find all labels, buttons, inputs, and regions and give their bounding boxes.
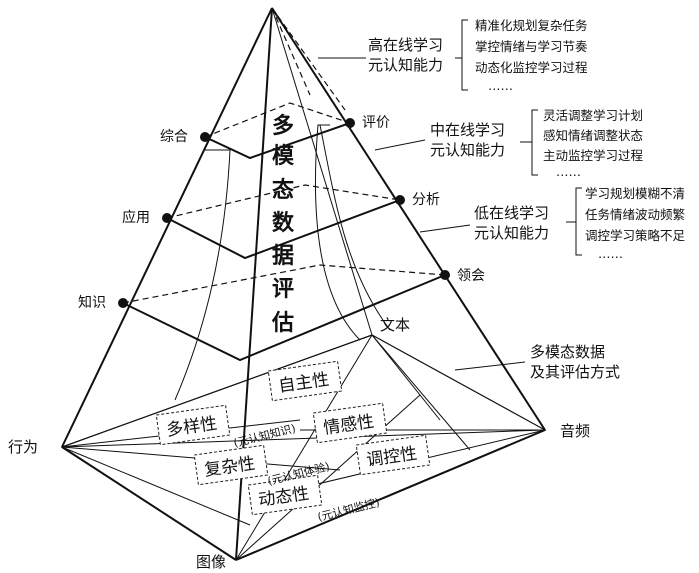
svg-text:精准化规划复杂任务: 精准化规划复杂任务	[475, 18, 588, 33]
svg-text:动态化监控学习过程: 动态化监控学习过程	[475, 60, 588, 75]
svg-text:据: 据	[272, 244, 294, 269]
node-label-application: 应用	[122, 209, 150, 226]
pyramid-edges	[61, 7, 546, 561]
svg-text:任务情绪波动频繁: 任务情绪波动频繁	[585, 207, 686, 222]
svg-text:……: ……	[556, 164, 581, 179]
svg-text:元认知能力: 元认知能力	[368, 56, 443, 74]
box-complexity: 复杂性	[193, 444, 269, 486]
svg-text:元认知能力: 元认知能力	[430, 141, 505, 159]
level-high: 高在线学习 元认知能力 精准化规划复杂任务 掌控情绪与学习节奏 动态化监控学习过…	[318, 18, 588, 93]
level-low: 低在线学习 元认知能力 学习规划模糊不清 任务情绪波动频繁 调控学习策略不足 ……	[419, 186, 686, 261]
svg-text:评: 评	[272, 277, 294, 302]
box-dynamism: 动态性	[247, 474, 323, 516]
box-diversity: 多样性	[155, 404, 231, 446]
svg-text:掌控情绪与学习节奏: 掌控情绪与学习节奏	[475, 39, 588, 54]
svg-text:态: 态	[272, 177, 294, 203]
svg-text:模: 模	[272, 144, 295, 169]
svg-text:元认知能力: 元认知能力	[474, 224, 549, 242]
box-autonomy: 自主性	[267, 360, 343, 402]
svg-text:调控学习策略不足: 调控学习策略不足	[585, 228, 686, 243]
svg-text:低在线学习: 低在线学习	[474, 204, 549, 222]
box-regulation: 调控性	[355, 434, 431, 476]
center-vertical-text: 多 模 态 数 据 评 估	[271, 113, 295, 336]
node-label-synthesis: 综合	[160, 129, 188, 145]
svg-text:……: ……	[488, 78, 513, 93]
svg-text:灵活调整学习计划: 灵活调整学习计划	[543, 108, 643, 123]
svg-text:学习规划模糊不清: 学习规划模糊不清	[585, 186, 685, 201]
svg-text:主动监控学习过程: 主动监控学习过程	[543, 148, 644, 163]
node-label-comprehension: 领会	[457, 268, 485, 284]
level-lines	[122, 102, 446, 362]
svg-text:感知情绪调整状态: 感知情绪调整状态	[543, 128, 643, 143]
vertex-label-behavior: 行为	[8, 438, 38, 456]
level-middle: 中在线学习 元认知能力 灵活调整学习计划 感知情绪调整状态 主动监控学习过程 ……	[374, 108, 644, 179]
node-label-knowledge: 知识	[78, 294, 106, 311]
vertex-label-audio: 音频	[560, 422, 590, 440]
svg-text:多模态数据: 多模态数据	[530, 343, 605, 361]
svg-text:高在线学习: 高在线学习	[368, 36, 443, 54]
inner-curves	[174, 124, 391, 401]
vertex-label-text: 文本	[380, 316, 410, 334]
box-affectivity: 情感性	[312, 402, 388, 444]
base-label: 多模态数据 及其评估方式	[454, 343, 620, 381]
svg-text:数: 数	[272, 210, 295, 236]
svg-text:多: 多	[272, 113, 294, 139]
svg-text:估: 估	[271, 311, 294, 336]
back-dashes	[271, 7, 346, 111]
node-dots	[118, 118, 450, 308]
node-label-evaluation: 评价	[362, 115, 390, 131]
node-label-analysis: 分析	[412, 192, 440, 208]
svg-text:中在线学习: 中在线学习	[430, 121, 505, 139]
svg-text:……: ……	[598, 246, 623, 261]
vertex-label-image: 图像	[196, 553, 226, 571]
svg-text:及其评估方式: 及其评估方式	[530, 363, 620, 381]
